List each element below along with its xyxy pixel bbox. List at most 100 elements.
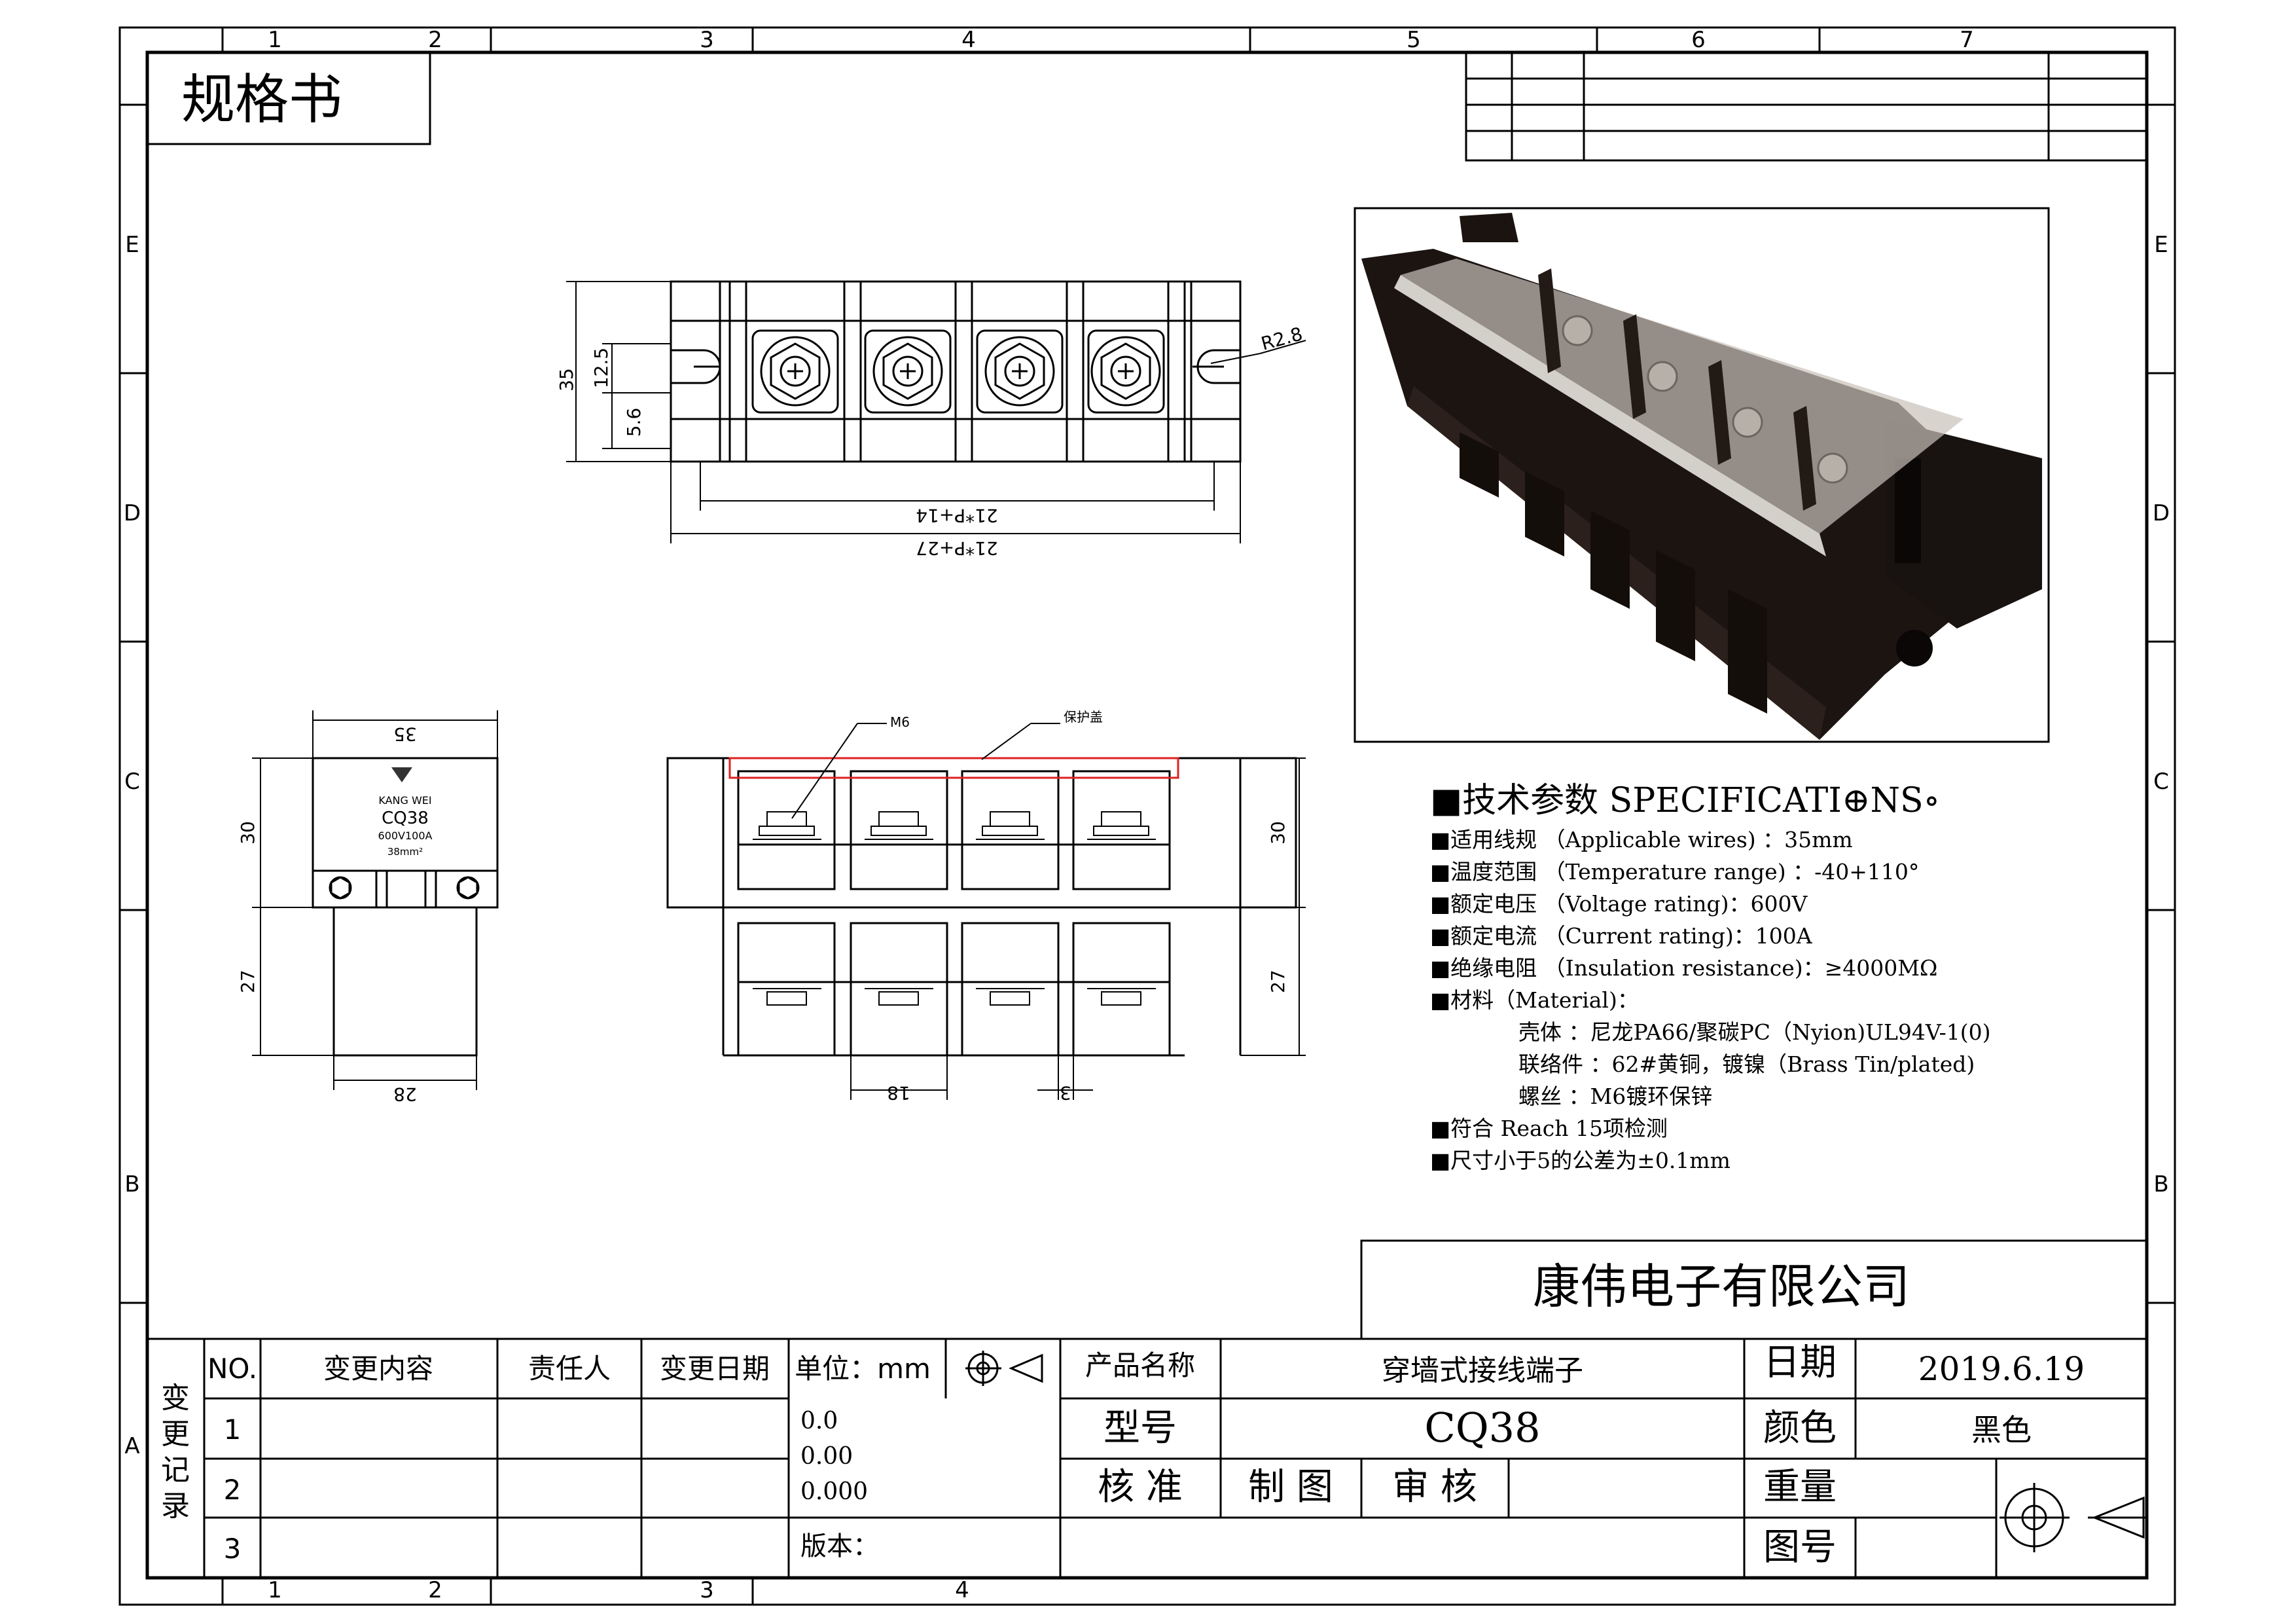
side-view — [312, 757, 499, 1057]
change-record-char-3: 记 — [161, 1453, 190, 1487]
header-product-name: 产品名称 — [1085, 1349, 1195, 1381]
dim-r2-8-label: R2.8 — [1259, 323, 1304, 354]
header-person: 责任人 — [528, 1353, 611, 1385]
zone-number-7: 7 — [1960, 27, 1974, 53]
side-zone-markers — [120, 103, 2175, 1304]
side-model: CQ38 — [382, 809, 429, 828]
side-view-label: KANG WEI CQ38 600V100A 38mm² — [378, 767, 433, 858]
front-dim-lower: 27 — [1267, 970, 1289, 993]
side-dim-upper: 30 — [237, 821, 259, 845]
top-dimensions — [566, 281, 1306, 543]
change-record-char-4: 录 — [161, 1489, 190, 1523]
row-number-1: 1 — [224, 1413, 242, 1446]
spec-line-material: ■材料（Material)： — [1430, 987, 1639, 1013]
zone-letter-e-left: E — [125, 232, 139, 258]
side-dim-top: 35 — [393, 723, 417, 745]
spec-line-wires: ■适用线规 （Applicable wires) ：35mm — [1430, 827, 1853, 852]
front-dimensions — [850, 757, 1306, 1100]
weight-label: 重量 — [1763, 1466, 1837, 1508]
dim-35-label: 35 — [556, 368, 577, 392]
zone-letter-e-right: E — [2154, 232, 2168, 258]
spec-line-screw: 螺丝 ：M6镀环保锌 — [1518, 1084, 1712, 1109]
change-record-char-2: 更 — [161, 1417, 190, 1451]
title-block-lines — [147, 1239, 2148, 1578]
zone-number-3: 3 — [700, 27, 714, 53]
side-dimensions — [252, 710, 498, 1090]
spec-line-temperature: ■温度范围 （Temperature range) ：-40+110° — [1430, 859, 1919, 884]
front-leaders — [791, 723, 1060, 819]
revision-grid — [1465, 51, 2148, 162]
header-date: 变更日期 — [660, 1353, 770, 1385]
front-view — [666, 757, 1297, 1057]
bottom-zone-number-3: 3 — [700, 1577, 714, 1603]
label-m6: M6 — [890, 714, 910, 730]
projection-symbol-small — [965, 1351, 1043, 1386]
date-value: 2019.6.19 — [1918, 1350, 2085, 1388]
specs-heading: ■技术参数 SPECIFICATI⊕NS∘ — [1430, 781, 1940, 820]
spec-line-voltage: ■额定电压 （Voltage rating)：600V — [1430, 891, 1808, 917]
zone-number-6: 6 — [1691, 27, 1706, 53]
row-number-3: 3 — [224, 1533, 242, 1565]
tolerance-2: 0.00 — [800, 1443, 853, 1470]
zone-number-1: 1 — [268, 27, 282, 53]
zone-letter-c-left: C — [124, 769, 140, 795]
change-record-char-1: 变 — [161, 1381, 190, 1415]
row-number-2: 2 — [224, 1474, 242, 1506]
side-section: 38mm² — [387, 846, 423, 858]
header-content: 变更内容 — [323, 1353, 433, 1385]
product-name-value: 穿墙式接线端子 — [1382, 1354, 1583, 1387]
front-dim-pitch: 18 — [887, 1082, 910, 1104]
spec-line-current: ■额定电流 （Current rating)：100A — [1430, 923, 1813, 949]
approve-label: 核 准 — [1098, 1466, 1183, 1508]
label-protective-cover: 保护盖 — [1064, 709, 1103, 725]
spec-line-connector: 联络件 ：62#黄铜，镀镍（Brass Tin/plated) — [1518, 1051, 1975, 1077]
zone-letter-d-right: D — [2153, 500, 2170, 526]
projection-symbol-large — [2000, 1483, 2147, 1552]
tolerance-1: 0.0 — [800, 1408, 838, 1434]
zone-letter-b-right: B — [2153, 1171, 2168, 1197]
bottom-zone-number-4: 4 — [955, 1577, 969, 1603]
color-value: 黑色 — [1971, 1412, 2032, 1448]
bottom-zone-number-2: 2 — [428, 1577, 442, 1603]
product-photo — [1354, 207, 2050, 743]
top-screws — [751, 329, 1165, 414]
zone-number-4: 4 — [961, 27, 976, 53]
top-plan-view — [670, 280, 1242, 463]
zone-letter-a-left: A — [124, 1433, 139, 1459]
outer-frame — [118, 26, 2176, 1606]
spec-line-housing: 壳体 ：尼龙PA66/聚碳PC（Nyion)UL94V-1(0) — [1518, 1019, 1991, 1045]
dim-12-5-label: 12.5 — [590, 348, 612, 388]
zone-letter-c-right: C — [2153, 769, 2169, 795]
side-rating: 600V100A — [378, 830, 433, 842]
front-screws — [753, 811, 1156, 1006]
model-label: 型号 — [1103, 1407, 1177, 1450]
zone-letter-b-left: B — [124, 1171, 139, 1197]
top-zone-markers — [221, 27, 1821, 1605]
drawing-number-label: 图号 — [1763, 1526, 1837, 1569]
side-brand: KANG WEI — [378, 794, 431, 807]
sheet-title: 规格书 — [181, 69, 342, 131]
spec-line-reach: ■符合 Reach 15项检测 — [1430, 1116, 1668, 1141]
zone-number-2: 2 — [428, 27, 442, 53]
spec-line-tolerance: ■尺寸小于5的公差为±0.1mm — [1430, 1148, 1731, 1173]
inner-frame — [145, 50, 2149, 1580]
dim-outer-length-label: 21*P+27 — [916, 538, 998, 559]
spec-line-insulation: ■绝缘电阻 （Insulation resistance)：≥4000MΩ — [1430, 955, 1937, 981]
front-dim-upper: 30 — [1267, 821, 1289, 845]
review-label: 审 核 — [1392, 1466, 1477, 1508]
version-label: 版本： — [800, 1531, 879, 1561]
zone-letter-d-left: D — [124, 500, 141, 526]
header-no: NO. — [207, 1353, 257, 1385]
model-value: CQ38 — [1424, 1404, 1540, 1451]
dim-inner-length-label: 21*P+14 — [916, 505, 998, 526]
tolerance-3: 0.000 — [800, 1478, 868, 1505]
protective-cover-highlight — [728, 757, 1179, 779]
front-dim-gap: 3 — [1060, 1082, 1071, 1104]
change-record-vertical: 变 更 记 录 — [161, 1381, 190, 1523]
zone-number-5: 5 — [1407, 27, 1421, 53]
draw-label: 制 图 — [1248, 1466, 1333, 1508]
company-name: 康伟电子有限公司 — [1533, 1259, 1910, 1314]
dim-5-6-label: 5.6 — [623, 408, 645, 437]
side-dim-lower: 27 — [237, 970, 259, 993]
